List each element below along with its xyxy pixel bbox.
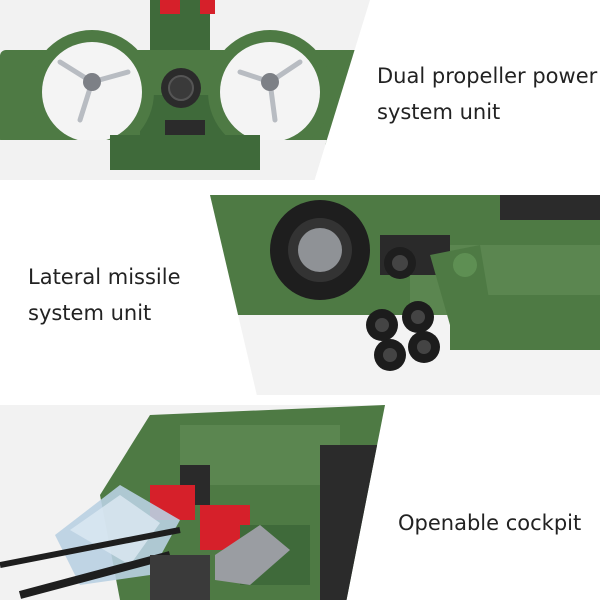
cockpit-photo [0,405,385,600]
caption-line: Lateral missile [28,265,181,289]
missile-caption: Lateral missile system unit [28,259,181,331]
panel-cockpit: Openable cockpit [0,405,600,600]
missile-unit-photo [210,195,600,395]
cockpit-caption: Openable cockpit [398,505,581,541]
caption-line: Openable cockpit [398,511,582,535]
propeller-unit-photo [0,0,370,180]
propeller-caption: Dual propeller power system unit [377,58,597,130]
panel-missile: Lateral missile system unit [0,195,600,400]
caption-line: system unit [377,100,501,124]
panel-propeller: Dual propeller power system unit [0,0,600,190]
caption-line: Dual propeller power [377,64,598,88]
caption-line: system unit [28,301,152,325]
